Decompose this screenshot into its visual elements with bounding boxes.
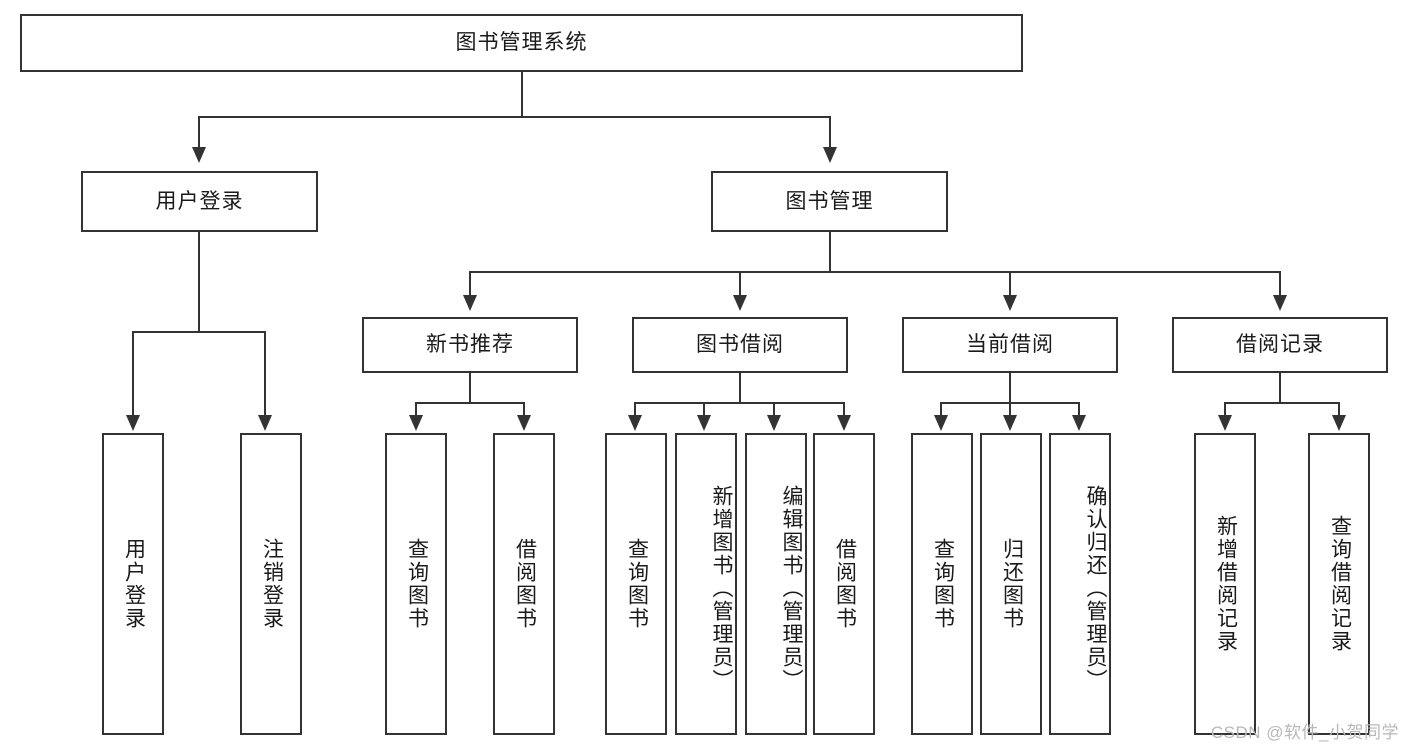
connector-bookborrow-drop-4: [843, 402, 845, 415]
node-current-borrow[interactable]: 当前借阅: [902, 317, 1118, 373]
connector-borrowrecord-stem: [1279, 373, 1281, 402]
node-label: 查询图书: [625, 538, 649, 630]
node-user-login[interactable]: 用户登录: [81, 171, 318, 232]
arrow-to-current-borrow: [1003, 295, 1017, 311]
connector-book-mgmt-drop-2: [739, 271, 741, 295]
connector-currentborrow-drop-2: [1009, 402, 1011, 415]
arrow-to-new-book-recommend: [463, 295, 477, 311]
arrow-to-confirm-return: [1072, 415, 1086, 431]
node-label: 图书管理系统: [455, 31, 588, 55]
connector-borrowrecord-bus: [1224, 402, 1340, 404]
connector-currentborrow-stem: [1009, 373, 1011, 402]
node-label: 借阅图书: [513, 538, 537, 630]
node-label: 注销登录: [260, 538, 284, 630]
node-new-book-recommend[interactable]: 新书推荐: [362, 317, 578, 373]
connector-user-login-drop-2: [264, 331, 266, 415]
arrow-to-user-login-leaf: [126, 415, 140, 431]
arrow-to-user-login: [192, 147, 206, 163]
connector-currentborrow-drop-3: [1078, 402, 1080, 415]
arrow-to-query-book-3: [934, 415, 948, 431]
node-label: 用户登录: [155, 189, 244, 213]
leaf-add-borrow-record[interactable]: 新增借阅记录: [1194, 433, 1256, 735]
connector-book-mgmt-stem: [829, 232, 831, 271]
node-label: 新增图书（管理员）: [710, 484, 733, 692]
connector-currentborrow-drop-1: [940, 402, 942, 415]
node-label: 查询图书: [931, 538, 955, 630]
connector-newbook-drop-1: [415, 402, 417, 415]
node-label: 新书推荐: [426, 333, 514, 357]
node-label: 当前借阅: [966, 333, 1054, 357]
arrow-to-book-management: [823, 147, 837, 163]
connector-bookborrow-drop-2: [703, 402, 705, 415]
connector-user-login-stem: [198, 232, 200, 331]
node-label: 确认归还（管理员）: [1084, 484, 1107, 692]
node-label: 新增借阅记录: [1214, 515, 1238, 653]
connector-root-stem: [521, 72, 523, 116]
connector-book-mgmt-drop-4: [1279, 271, 1281, 295]
connector-bookborrow-drop-1: [634, 402, 636, 415]
node-label: 借阅记录: [1236, 333, 1324, 357]
leaf-borrow-book-2[interactable]: 借阅图书: [813, 433, 875, 735]
connector-book-mgmt-drop-1: [469, 271, 471, 295]
connector-borrowrecord-drop-2: [1338, 402, 1340, 415]
node-book-management[interactable]: 图书管理: [711, 171, 948, 232]
arrow-to-add-book: [697, 415, 711, 431]
arrow-to-query-book-1: [409, 415, 423, 431]
leaf-query-book-1[interactable]: 查询图书: [385, 433, 447, 735]
connector-root-drop-left: [198, 116, 200, 147]
leaf-user-login[interactable]: 用户登录: [102, 433, 164, 735]
node-label: 图书借阅: [696, 333, 784, 357]
leaf-confirm-return[interactable]: 确认归还（管理员）: [1049, 433, 1111, 735]
arrow-to-return-book: [1003, 415, 1017, 431]
arrow-to-query-borrow-record: [1332, 415, 1346, 431]
arrow-to-borrow-book-2: [837, 415, 851, 431]
node-label: 借阅图书: [833, 538, 857, 630]
leaf-return-book[interactable]: 归还图书: [980, 433, 1042, 735]
connector-bookborrow-bus: [634, 402, 845, 404]
arrow-to-borrow-book-1: [517, 415, 531, 431]
leaf-logout[interactable]: 注销登录: [240, 433, 302, 735]
arrow-to-query-book-2: [628, 415, 642, 431]
connector-bookborrow-drop-3: [773, 402, 775, 415]
node-root-system[interactable]: 图书管理系统: [20, 14, 1023, 72]
arrow-to-add-borrow-record: [1218, 415, 1232, 431]
arrow-to-book-borrow: [733, 295, 747, 311]
connector-newbook-drop-2: [523, 402, 525, 415]
connector-borrowrecord-drop-1: [1224, 402, 1226, 415]
node-label: 用户登录: [122, 538, 146, 630]
leaf-query-book-3[interactable]: 查询图书: [911, 433, 973, 735]
connector-user-login-bus: [132, 331, 266, 333]
connector-book-mgmt-bus: [469, 271, 1280, 273]
arrow-to-edit-book: [767, 415, 781, 431]
node-label: 图书管理: [785, 189, 874, 213]
connector-root-drop-right: [829, 116, 831, 147]
leaf-add-book[interactable]: 新增图书（管理员）: [675, 433, 737, 735]
connector-user-login-drop-1: [132, 331, 134, 415]
leaf-borrow-book-1[interactable]: 借阅图书: [493, 433, 555, 735]
node-label: 归还图书: [1000, 538, 1024, 630]
connector-newbook-bus: [415, 402, 525, 404]
node-label: 编辑图书（管理员）: [780, 484, 803, 692]
arrow-to-borrow-record: [1273, 295, 1287, 311]
connector-book-mgmt-drop-3: [1009, 271, 1011, 295]
node-label: 查询图书: [405, 538, 429, 630]
node-label: 查询借阅记录: [1328, 515, 1352, 653]
leaf-query-book-2[interactable]: 查询图书: [605, 433, 667, 735]
connector-root-bus: [198, 116, 831, 118]
leaf-edit-book[interactable]: 编辑图书（管理员）: [745, 433, 807, 735]
node-book-borrow[interactable]: 图书借阅: [632, 317, 848, 373]
leaf-query-borrow-record[interactable]: 查询借阅记录: [1308, 433, 1370, 735]
node-borrow-record[interactable]: 借阅记录: [1172, 317, 1388, 373]
connector-bookborrow-stem: [739, 373, 741, 402]
arrow-to-logout-leaf: [258, 415, 272, 431]
connector-newbook-stem: [469, 373, 471, 402]
